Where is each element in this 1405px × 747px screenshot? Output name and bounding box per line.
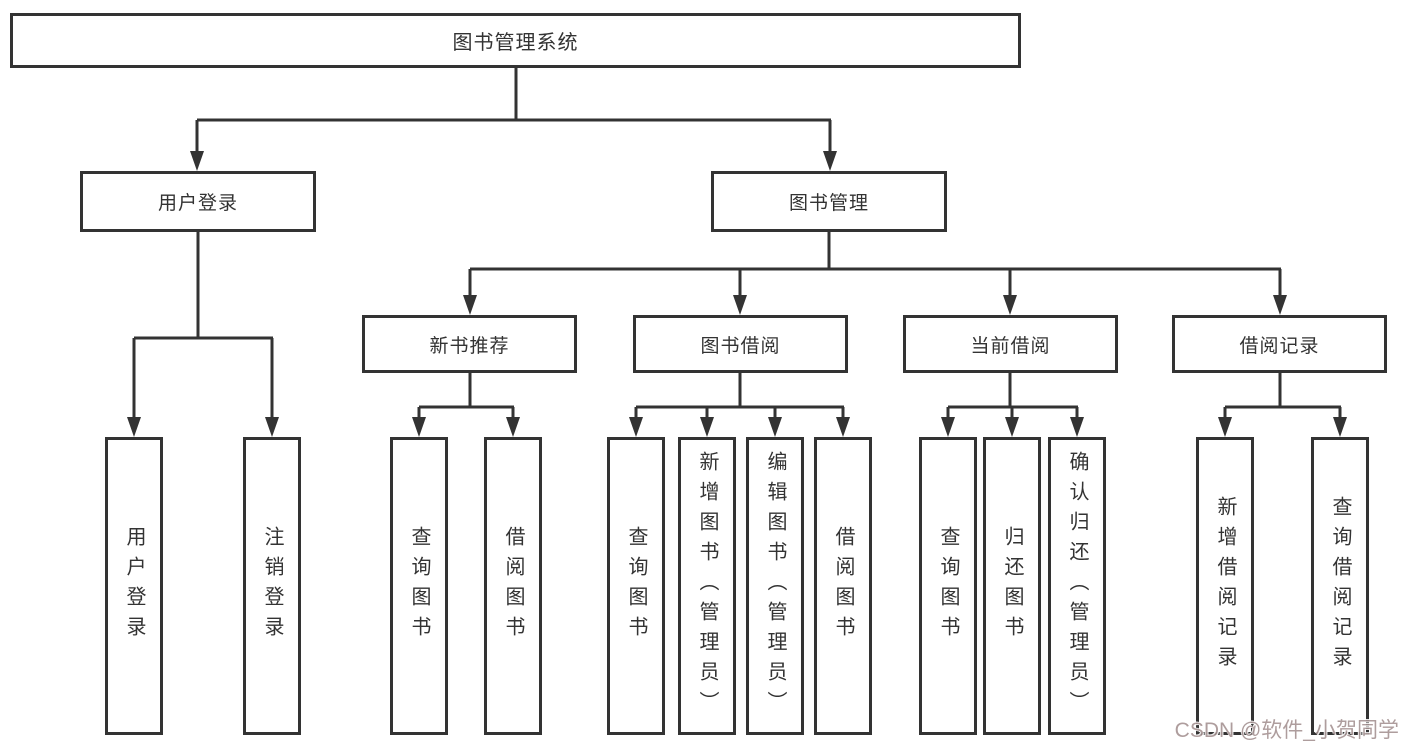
node-book-management: 图书管理 <box>711 171 947 232</box>
leaf-confirm-return-admin: 确认归还（管理员） <box>1048 437 1106 735</box>
leaf-borrow-books-borrowing: 借阅图书 <box>814 437 872 735</box>
node-borrowing-records-label: 借阅记录 <box>1239 335 1320 357</box>
leaf-user-login: 用户登录 <box>105 437 163 735</box>
csdn-watermark: CSDN @软件_小贺同学 <box>1174 719 1399 742</box>
leaf-query-books-current: 查询图书 <box>919 437 977 735</box>
leaf-borrow-books-borrowing-label: 借阅图书 <box>832 526 854 646</box>
leaf-add-books-admin: 新增图书（管理员） <box>678 437 736 735</box>
node-root: 图书管理系统 <box>10 13 1021 68</box>
leaf-add-borrow-record-label: 新增借阅记录 <box>1214 496 1236 676</box>
node-root-label: 图书管理系统 <box>452 32 579 54</box>
node-new-book-recommend: 新书推荐 <box>362 315 577 373</box>
leaf-query-books-borrowing-label: 查询图书 <box>625 526 647 646</box>
leaf-query-borrow-record: 查询借阅记录 <box>1311 437 1369 735</box>
node-current-borrowing-label: 当前借阅 <box>970 335 1051 357</box>
node-book-management-label: 图书管理 <box>788 193 869 214</box>
node-new-book-recommend-label: 新书推荐 <box>429 335 510 357</box>
leaf-query-books-borrowing: 查询图书 <box>607 437 665 735</box>
leaf-query-books-recommend: 查询图书 <box>390 437 448 735</box>
leaf-return-books: 归还图书 <box>983 437 1041 735</box>
leaf-borrow-books-recommend-label: 借阅图书 <box>502 526 524 646</box>
leaf-edit-books-admin-label: 编辑图书（管理员） <box>764 451 786 721</box>
node-current-borrowing: 当前借阅 <box>903 315 1118 373</box>
leaf-logout-label: 注销登录 <box>261 526 283 646</box>
leaf-confirm-return-admin-label: 确认归还（管理员） <box>1066 451 1088 721</box>
leaf-query-books-current-label: 查询图书 <box>937 526 959 646</box>
leaf-borrow-books-recommend: 借阅图书 <box>484 437 542 735</box>
node-book-borrowing-label: 图书借阅 <box>700 335 781 357</box>
leaf-user-login-label: 用户登录 <box>123 526 145 646</box>
leaf-add-borrow-record: 新增借阅记录 <box>1196 437 1254 735</box>
leaf-edit-books-admin: 编辑图书（管理员） <box>746 437 804 735</box>
leaf-query-books-recommend-label: 查询图书 <box>408 526 430 646</box>
leaf-query-borrow-record-label: 查询借阅记录 <box>1329 496 1351 676</box>
leaf-logout: 注销登录 <box>243 437 301 735</box>
node-user-login-label: 用户登录 <box>157 193 238 214</box>
leaf-return-books-label: 归还图书 <box>1001 526 1023 646</box>
leaf-add-books-admin-label: 新增图书（管理员） <box>696 451 718 721</box>
node-borrowing-records: 借阅记录 <box>1172 315 1387 373</box>
node-book-borrowing: 图书借阅 <box>633 315 848 373</box>
node-user-login: 用户登录 <box>80 171 316 232</box>
